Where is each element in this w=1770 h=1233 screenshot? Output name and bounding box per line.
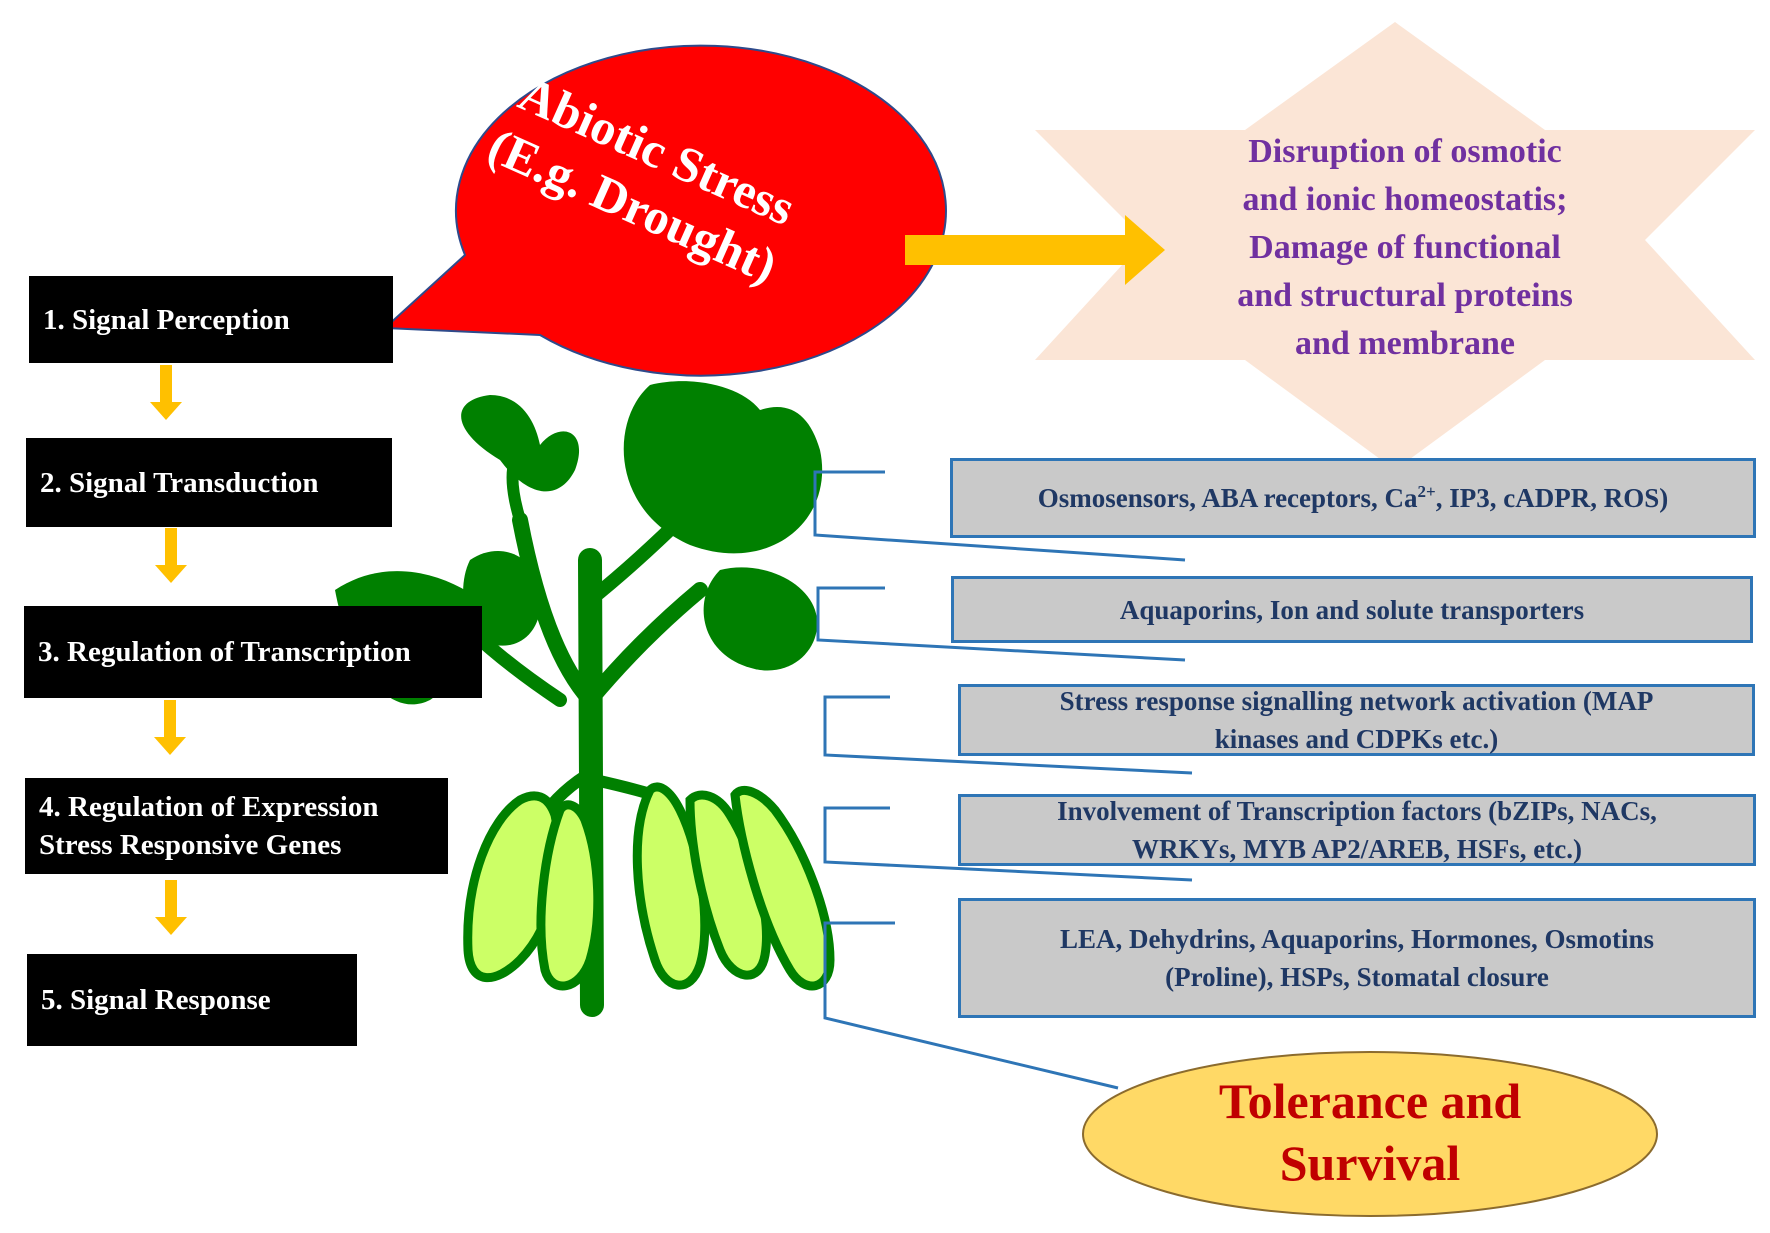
mechanism-text: Stress response signalling network activ…: [1059, 686, 1654, 716]
mechanism-text: Aquaporins, Ion and solute transporters: [1119, 594, 1585, 625]
connector-2: [816, 586, 1186, 662]
mechanism-text: Osmosensors, ABA receptors, Ca: [1037, 483, 1418, 513]
step-signal-perception: 1. Signal Perception: [29, 276, 393, 363]
outcome-ellipse: [1082, 1051, 1658, 1217]
mechanism-box-transcription-factors: Involvement of Transcription factors (bZ…: [958, 794, 1756, 866]
stress-effects: Disruption of osmotic and ionic homeosta…: [1170, 128, 1640, 368]
step-label: 2. Signal Transduction: [40, 466, 319, 499]
plant-pods: [463, 782, 835, 991]
step-label: Stress Responsive Genes: [39, 829, 342, 861]
step-label: 4. Regulation of Expression: [39, 791, 379, 823]
pod: [536, 800, 603, 991]
connector-lines: [813, 470, 1193, 1090]
outcome-line: Tolerance and: [1218, 1073, 1522, 1129]
step-signal-response: 5. Signal Response: [27, 954, 357, 1046]
step-label: 1. Signal Perception: [43, 303, 290, 336]
connector-4: [823, 806, 1193, 882]
mechanism-text: (Proline), HSPs, Stomatal closure: [1165, 962, 1549, 992]
mechanism-text: Involvement of Transcription factors (bZ…: [1057, 796, 1657, 826]
mechanism-superscript: 2+: [1417, 482, 1436, 501]
flow-arrow-3-4: [154, 700, 186, 755]
pod: [685, 790, 771, 980]
step-regulation-of-transcription: 3. Regulation of Transcription: [24, 606, 482, 698]
mechanism-box-perception: Osmosensors, ABA receptors, Ca2+, IP3, c…: [950, 458, 1756, 538]
stress-effect-arrow: [905, 215, 1165, 285]
step-label: 5. Signal Response: [41, 984, 271, 1016]
effects-line: and membrane: [1294, 325, 1516, 362]
mechanism-text: , IP3, cADPR, ROS): [1435, 483, 1669, 513]
effects-line: Damage of functional: [1249, 229, 1561, 266]
flow-arrow-1-2: [150, 365, 182, 420]
stress-bubble: [382, 44, 947, 377]
flow-arrows: [150, 365, 187, 935]
mechanism-text: WRKYs, MYB AP2/AREB, HSFs, etc.): [1132, 834, 1582, 864]
connector-1: [813, 470, 1186, 562]
leaf: [623, 381, 823, 554]
connector-5: [823, 921, 1119, 1090]
mechanism-text: kinases and CDPKs etc.): [1214, 724, 1499, 754]
leaf: [703, 567, 818, 671]
step-signal-transduction: 2. Signal Transduction: [26, 438, 392, 527]
mechanism-box-response: LEA, Dehydrins, Aquaporins, Hormones, Os…: [958, 898, 1756, 1018]
flow-arrow-4-5: [155, 880, 187, 935]
pod: [730, 786, 835, 991]
outcome-label: Tolerance and Survival: [1080, 1070, 1660, 1194]
mechanism-box-signalling: Stress response signalling network activ…: [958, 684, 1755, 756]
step-regulation-of-expression: 4. Regulation of Expression Stress Respo…: [25, 778, 448, 874]
effects-star: [1035, 22, 1755, 470]
outcome-line: Survival: [1279, 1135, 1461, 1191]
effects-line: and ionic homeostatis;: [1242, 181, 1568, 218]
leaf: [463, 551, 541, 646]
effects-line: and structural proteins: [1237, 277, 1573, 314]
connector-3: [823, 695, 1193, 775]
flow-arrow-2-3: [155, 528, 187, 583]
plant-illustration: [335, 381, 835, 1017]
mechanism-box-transport: Aquaporins, Ion and solute transporters: [951, 576, 1753, 643]
leaf: [461, 395, 580, 492]
step-label: 3. Regulation of Transcription: [38, 636, 411, 668]
mechanism-text: LEA, Dehydrins, Aquaporins, Hormones, Os…: [1059, 924, 1655, 954]
effects-line: Disruption of osmotic: [1248, 133, 1562, 170]
